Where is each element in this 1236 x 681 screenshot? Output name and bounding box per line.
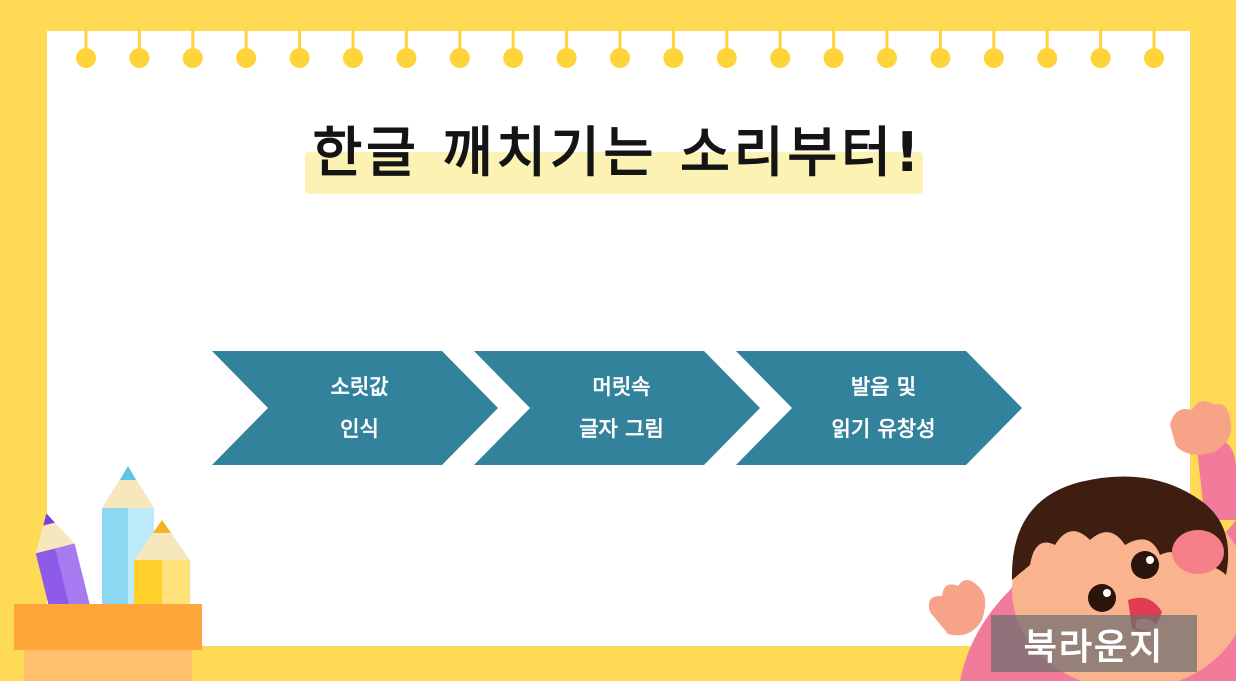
step-2-line-2: 글자 그림 [579, 417, 664, 441]
step-arrow-1 [212, 351, 498, 465]
title-container: 한글 깨치기는 소리부터! [0, 108, 1236, 187]
step-3: 발음 및 읽기 유창성 [736, 351, 1021, 465]
step-3-line-1: 발음 및 [850, 375, 917, 399]
step-3-line-2: 읽기 유창성 [831, 417, 936, 441]
step-1-line-1: 소릿값 [330, 375, 389, 399]
step-arrow-3 [736, 351, 1022, 465]
step-1: 소릿값 인식 [212, 351, 497, 465]
watermark-label: 북라운지 [991, 615, 1197, 672]
title-highlight [305, 152, 923, 194]
page-title: 한글 깨치기는 소리부터! [312, 121, 924, 184]
step-2-line-1: 머릿속 [592, 375, 651, 399]
step-arrow-2 [474, 351, 760, 465]
step-2: 머릿속 글자 그림 [474, 351, 759, 465]
step-1-line-2: 인식 [340, 417, 379, 441]
